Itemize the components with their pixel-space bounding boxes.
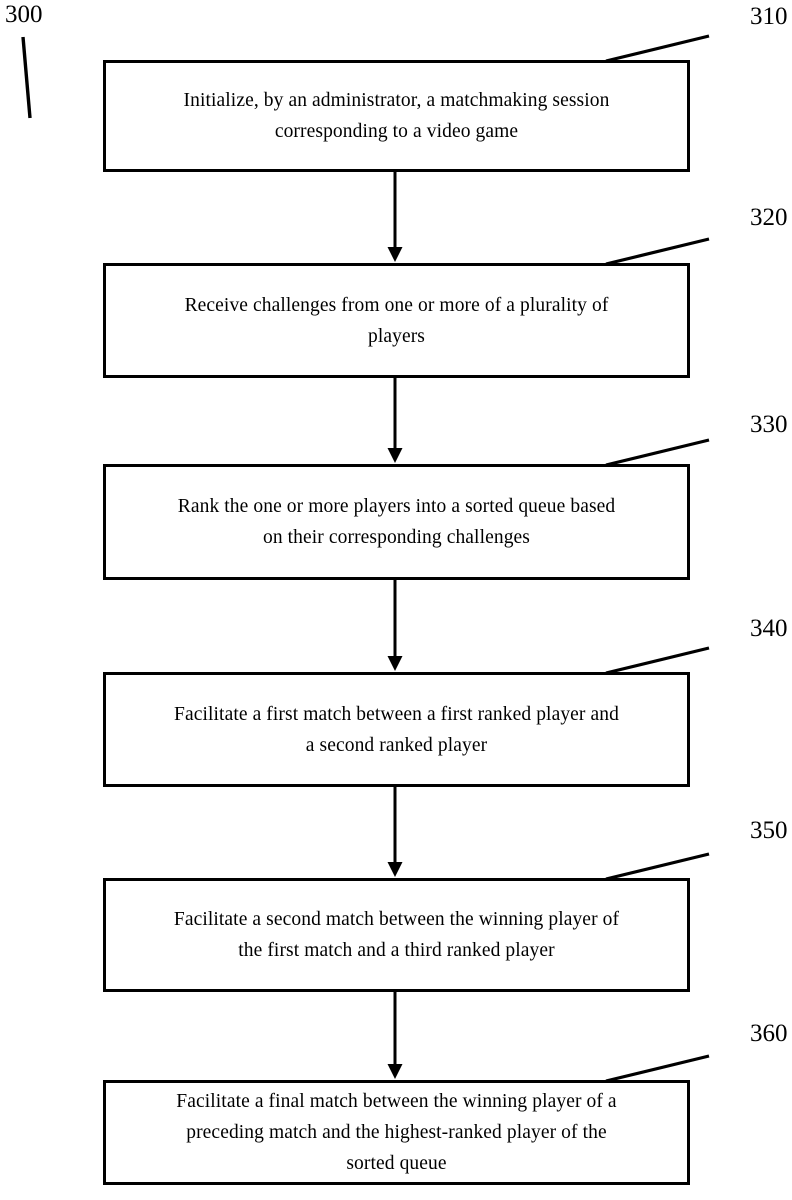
ref-numeral-360: 360 — [750, 1020, 788, 1047]
flowchart-step-310-label: Initialize, by an administrator, a match… — [183, 90, 610, 142]
arrow-head-330-to-340 — [387, 656, 403, 671]
leader-line-340 — [605, 646, 710, 675]
ref-numeral-340: 340 — [750, 615, 788, 642]
arrow-head-320-to-330 — [387, 448, 403, 463]
flowchart-step-340: Facilitate a first match between a first… — [103, 672, 690, 787]
arrow-head-310-to-320 — [387, 247, 403, 262]
flowchart-step-350-label: Facilitate a second match between the wi… — [173, 909, 620, 961]
leader-line-320 — [605, 237, 710, 266]
flowchart-step-350: Facilitate a second match between the wi… — [103, 878, 690, 992]
ref-numeral-300: 300 — [5, 1, 43, 28]
arrow-head-350-to-360 — [387, 1064, 403, 1079]
flowchart-step-330: Rank the one or more players into a sort… — [103, 464, 690, 580]
ref-numeral-330: 330 — [750, 411, 788, 438]
flowchart-step-320-label: Receive challenges from one or more of a… — [184, 294, 609, 347]
ref-numeral-310: 310 — [750, 3, 788, 30]
leader-line-350 — [605, 852, 710, 881]
flowchart-step-310: Initialize, by an administrator, a match… — [103, 60, 690, 172]
flowchart-step-320: Receive challenges from one or more of a… — [103, 263, 690, 378]
leader-line-310 — [605, 34, 710, 63]
ref-numeral-320: 320 — [750, 204, 788, 231]
flowchart-step-330-label: Rank the one or more players into a sort… — [177, 496, 616, 548]
ref-numeral-350: 350 — [750, 817, 788, 844]
leader-line-360 — [605, 1054, 710, 1083]
arrow-head-340-to-350 — [387, 862, 403, 877]
leader-line-330 — [605, 438, 710, 467]
flowchart-step-360-label: Facilitate a final match between the win… — [176, 1091, 617, 1174]
flowchart-step-340-label: Facilitate a first match between a first… — [174, 703, 619, 756]
leader-line-300 — [21, 36, 32, 119]
flowchart-step-360: Facilitate a final match between the win… — [103, 1080, 690, 1185]
